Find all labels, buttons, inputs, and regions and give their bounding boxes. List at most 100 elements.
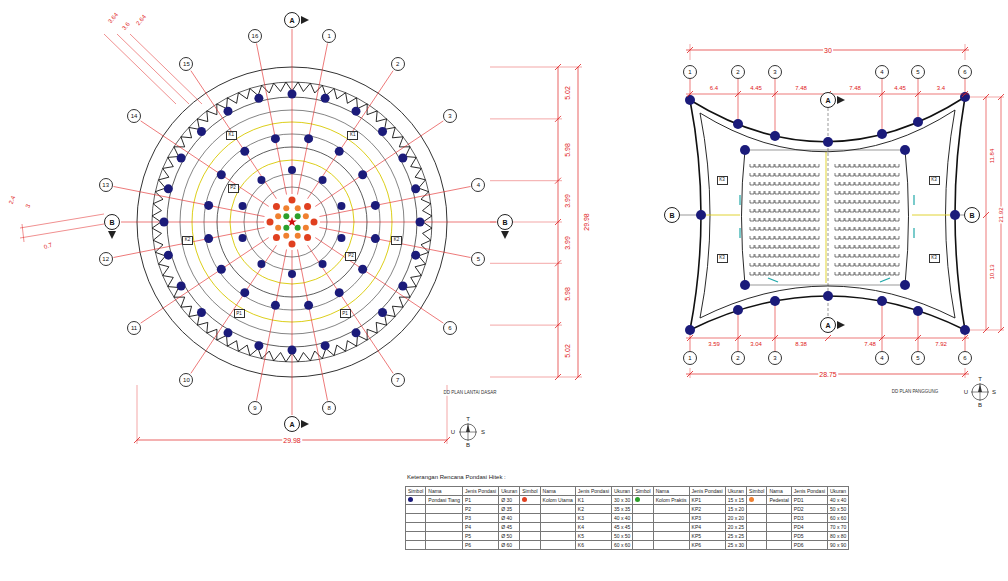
table-cell: P6 — [463, 541, 499, 550]
table-cell — [540, 541, 575, 550]
symbol-icon — [749, 497, 754, 502]
section-marker: A — [284, 416, 300, 432]
table-text: 20 x 25 — [728, 524, 744, 530]
grid-line — [297, 43, 327, 194]
dimension-line — [20, 224, 104, 238]
column-dot — [371, 234, 380, 243]
grid-bubble: 1 — [683, 65, 697, 79]
column-dot — [283, 225, 289, 231]
grid-line — [141, 238, 269, 324]
stair-mark — [739, 195, 740, 205]
compass-letter: U — [450, 429, 456, 435]
column-tag: K1 — [347, 131, 358, 140]
compass-symbol — [460, 424, 476, 440]
column-dot — [311, 219, 318, 226]
grid-line — [315, 121, 443, 207]
table-cell: K5 — [575, 532, 611, 541]
table-cell: Simbol — [406, 487, 426, 496]
table-text: P4 — [465, 524, 471, 530]
grid-bubble-label: 6 — [448, 325, 451, 331]
section-marker: B — [664, 207, 680, 223]
column-dot — [204, 201, 213, 210]
grid-bubble: 12 — [99, 252, 113, 266]
table-text: Jenis Pondasi — [465, 488, 496, 494]
grid-bubble: 5 — [471, 252, 485, 266]
dimension-line — [22, 224, 24, 242]
dimension-tick — [134, 437, 140, 443]
column-dot — [164, 251, 173, 260]
table-cell — [653, 514, 689, 523]
grid-bubble-label: 3 — [773, 355, 776, 361]
table-text: Jenis Pondasi — [692, 488, 723, 494]
grid-bubble: 1 — [683, 351, 697, 365]
extension-line — [562, 67, 582, 68]
table-cell: PD2 — [791, 505, 827, 514]
dimension-text: 29.98 — [282, 437, 302, 444]
table-cell — [426, 514, 463, 523]
column-dot — [275, 213, 281, 219]
ring-line — [257, 187, 327, 257]
table-cell: Ukuran — [725, 487, 746, 496]
compass-needle — [978, 384, 982, 392]
extension-line — [965, 368, 966, 378]
compass-symbol — [972, 384, 988, 400]
column-dot — [288, 270, 296, 278]
stair-mark — [913, 195, 914, 205]
dimension-tick — [555, 64, 561, 70]
dimension-text: 5.98 — [564, 286, 571, 302]
table-cell — [520, 541, 540, 550]
table-text: P3 — [465, 515, 471, 521]
table-cell: KP4 — [689, 523, 725, 532]
column-dot — [900, 145, 910, 155]
column-dot — [283, 213, 289, 219]
table-cell: Ø 50 — [499, 532, 520, 541]
grid-bubble: 1 — [322, 29, 336, 43]
extension-line — [690, 44, 691, 60]
table-text: Ø 45 — [501, 524, 512, 530]
column-tag-label: P2 — [348, 254, 354, 259]
extension-line — [490, 263, 562, 264]
dimension-tick — [983, 212, 989, 218]
table-cell: PD1 — [791, 496, 827, 505]
column-dot — [254, 341, 263, 350]
table-text: Ø 30 — [501, 497, 512, 503]
dimension-line — [578, 67, 579, 377]
compass-letter: S — [991, 389, 997, 395]
grid-line — [738, 79, 739, 124]
dimension-text: 2.4 — [7, 194, 16, 206]
table-text: PD2 — [794, 506, 804, 512]
table-cell: 15 x 15 — [725, 496, 746, 505]
table-cell: 30 x 30 — [612, 496, 633, 505]
table-cell — [747, 523, 767, 532]
section-arrow — [108, 231, 116, 239]
extension-line — [490, 377, 562, 378]
stair-mark — [768, 278, 778, 282]
table-cell: Jenis Pondasi — [463, 487, 499, 496]
table-cell: Simbol — [520, 487, 540, 496]
table-cell: 15 x 20 — [725, 505, 746, 514]
table-text: 25 x 25 — [728, 533, 744, 539]
table-cell: 60 x 60 — [612, 541, 633, 550]
table-cell — [540, 505, 575, 514]
column-dot — [319, 176, 327, 184]
dimension-tick — [962, 91, 968, 97]
dimension-text: 29.98 — [583, 212, 590, 232]
grid-line — [918, 311, 919, 351]
dimension-text: 4.45 — [749, 85, 763, 91]
column-dot — [303, 225, 309, 231]
table-text: PD4 — [794, 524, 804, 530]
wall-line — [742, 150, 746, 285]
dimension-tick — [555, 116, 561, 122]
column-tag: P1 — [234, 309, 245, 318]
dimension-text: 3.99 — [564, 193, 571, 209]
column-dot — [321, 341, 330, 350]
compass-letter: U — [963, 389, 969, 395]
table-text: Pedestal — [769, 497, 788, 503]
grid-bubble-label: 15 — [183, 61, 190, 67]
grid-bubble-label: 6 — [963, 355, 966, 361]
axis-line — [912, 215, 950, 216]
column-dot — [685, 325, 695, 335]
column-dot — [411, 251, 420, 260]
section-marker-label: B — [109, 219, 114, 226]
table-cell — [520, 523, 540, 532]
